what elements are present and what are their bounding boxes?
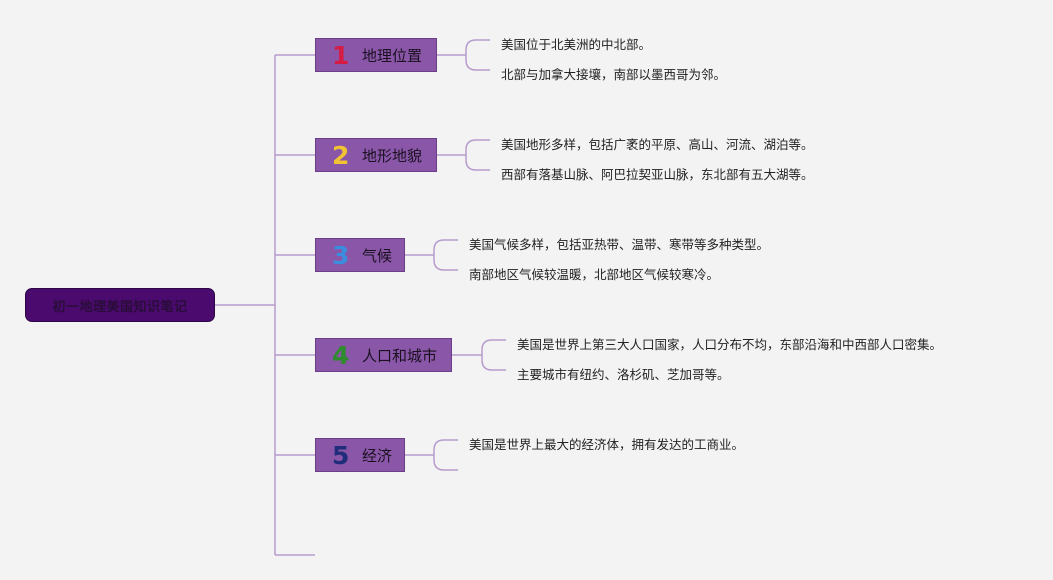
topic-number-5: 5 xyxy=(332,440,350,470)
topic-number-2: 2 xyxy=(332,140,350,170)
note-terrain-1[interactable]: 美国地形多样，包括广袤的平原、高山、河流、湖泊等。 xyxy=(501,137,814,152)
note-population-1[interactable]: 美国是世界上第三大人口国家，人口分布不均，东部沿海和中西部人口密集。 xyxy=(517,337,943,352)
topic-label: 气候 xyxy=(362,246,393,265)
topic-population-cities[interactable]: 4 人口和城市 xyxy=(315,338,452,372)
leaf-bracket-2 xyxy=(465,139,477,171)
leaf-bracket-1 xyxy=(465,39,477,71)
topic-label: 地形地貌 xyxy=(362,146,423,165)
note-location-2[interactable]: 北部与加拿大接壤，南部以墨西哥为邻。 xyxy=(501,67,727,82)
topic-terrain[interactable]: 2 地形地貌 xyxy=(315,138,437,172)
note-climate-2[interactable]: 南部地区气候较温暖，北部地区气候较寒冷。 xyxy=(469,267,720,282)
topic-label: 地理位置 xyxy=(362,46,423,65)
leaf-bracket-5 xyxy=(433,439,445,471)
note-terrain-2[interactable]: 西部有落基山脉、阿巴拉契亚山脉，东北部有五大湖等。 xyxy=(501,167,814,182)
topic-number-3: 3 xyxy=(332,240,350,270)
leaf-bracket-3 xyxy=(433,239,445,271)
topic-label: 人口和城市 xyxy=(362,346,438,365)
note-economy-1[interactable]: 美国是世界上最大的经济体，拥有发达的工商业。 xyxy=(469,437,745,452)
topic-number-4: 4 xyxy=(332,340,350,370)
topic-geographic-location[interactable]: 1 地理位置 xyxy=(315,38,437,72)
note-population-2[interactable]: 主要城市有纽约、洛杉矶、芝加哥等。 xyxy=(517,367,730,382)
topic-economy[interactable]: 5 经济 xyxy=(315,438,405,472)
note-location-1[interactable]: 美国位于北美洲的中北部。 xyxy=(501,37,652,52)
note-climate-1[interactable]: 美国气候多样，包括亚热带、温带、寒带等多种类型。 xyxy=(469,237,770,252)
leaf-bracket-4 xyxy=(481,339,493,371)
topic-label: 经济 xyxy=(362,446,393,465)
root-title: 初一地理美国知识笔记 xyxy=(52,299,188,315)
root-topic[interactable]: 初一地理美国知识笔记 xyxy=(25,288,215,322)
topic-climate[interactable]: 3 气候 xyxy=(315,238,405,272)
topic-number-1: 1 xyxy=(332,40,350,70)
